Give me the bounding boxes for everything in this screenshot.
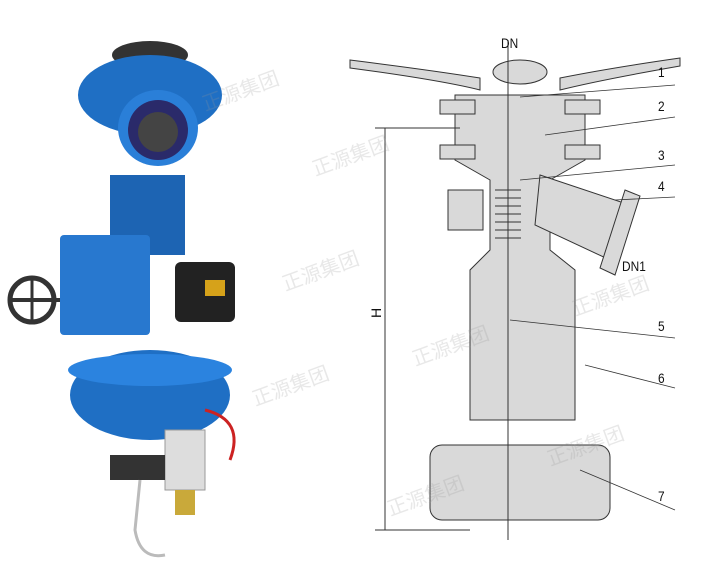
inlet-pipe (349, 57, 681, 91)
valve-product-photo (7, 41, 236, 558)
callout-1: 1 (658, 64, 665, 80)
label-dn: DN (501, 35, 519, 51)
label-h: H (368, 307, 384, 318)
callout-2: 2 (658, 98, 665, 114)
callout-7: 7 (658, 488, 665, 504)
valve-section-diagram (349, 40, 681, 540)
bellows (495, 189, 521, 239)
label-dn1: DN1 (622, 258, 646, 274)
callout-5: 5 (658, 318, 665, 334)
actuator-box (60, 235, 150, 335)
solenoid (110, 455, 165, 480)
dimension-h (375, 127, 470, 531)
top-flange (78, 41, 222, 166)
air-tube (133, 479, 166, 558)
air-filter-regulator (164, 408, 236, 515)
callout-4: 4 (658, 178, 665, 194)
callout-3: 3 (658, 147, 665, 163)
valve-body (454, 94, 586, 421)
callout-6: 6 (658, 370, 665, 386)
callout-lines (509, 84, 676, 511)
handwheel-icon (7, 275, 60, 325)
